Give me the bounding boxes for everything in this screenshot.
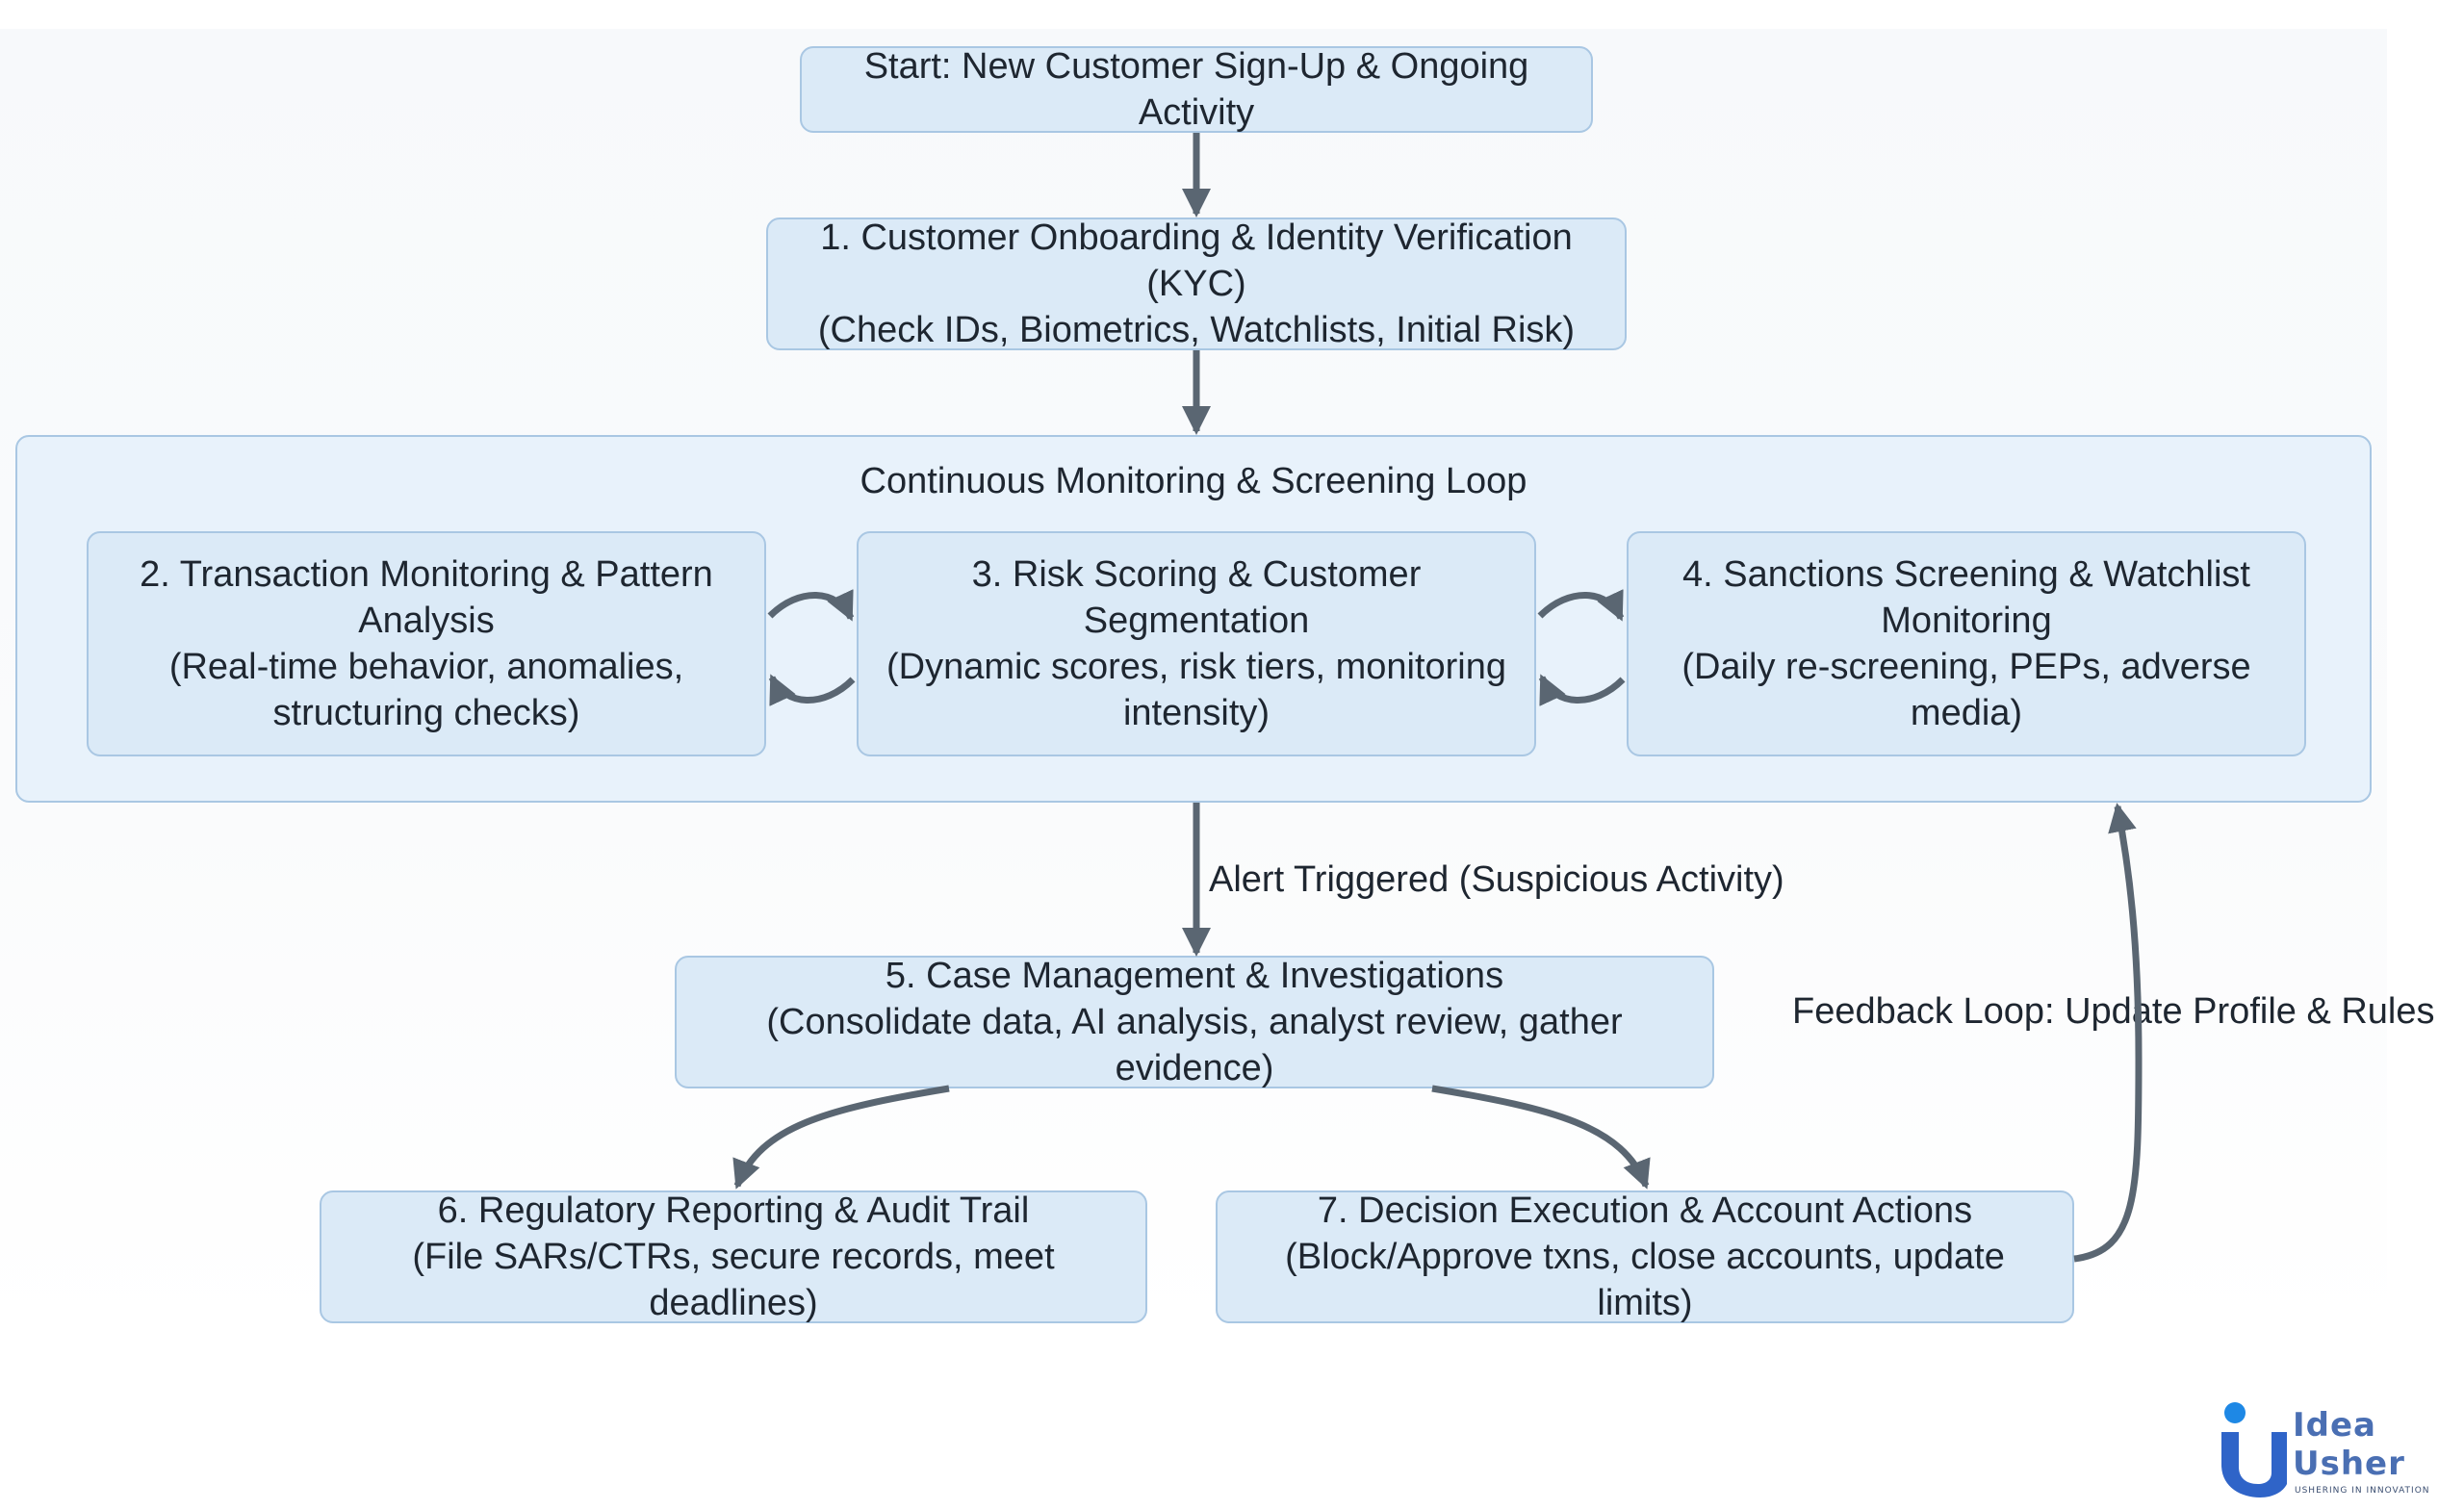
feedback-loop-label: Feedback Loop: Update Profile & Rules — [1792, 991, 2435, 1032]
step-5-detail: (Consolidate data, AI analysis, analyst … — [766, 1002, 1623, 1088]
step-2-title-line2: Analysis — [358, 601, 495, 641]
step-1-onboarding-node: 1. Customer Onboarding & Identity Verifi… — [766, 218, 1627, 350]
step-2-title-line1: 2. Transaction Monitoring & Pattern — [140, 554, 713, 595]
step-7-decision-execution-node: 7. Decision Execution & Account Actions … — [1216, 1190, 2074, 1323]
step-4-sanctions-screening-node: 4. Sanctions Screening & Watchlist Monit… — [1627, 531, 2306, 756]
logo-u-mark-icon — [2221, 1402, 2287, 1497]
step-7-detail: (Block/Approve txns, close accounts, upd… — [1285, 1237, 2005, 1323]
arrow-step5-to-step6 — [732, 1085, 950, 1190]
cycle-arrow-step3-to-step4 — [1537, 589, 1625, 622]
step-3-title-line2: Segmentation — [1083, 601, 1310, 641]
logo-word-idea: Idea — [2293, 1406, 2376, 1445]
arrow-feedback-loop — [2073, 803, 2143, 1263]
monitoring-loop-title: Continuous Monitoring & Screening Loop — [860, 461, 1527, 501]
logo-tagline: USHERING IN INNOVATION — [2295, 1486, 2430, 1496]
step-3-title-line1: 3. Risk Scoring & Customer — [971, 554, 1422, 595]
step-5-title: 5. Case Management & Investigations — [885, 956, 1504, 996]
cycle-arrow-step2-to-step3 — [767, 589, 855, 622]
step-4-detail-line2: media) — [1910, 693, 2023, 733]
arrow-step5-to-step7 — [1431, 1085, 1651, 1190]
step-7-title: 7. Decision Execution & Account Actions — [1317, 1190, 1973, 1231]
step-3-detail-line1: (Dynamic scores, risk tiers, monitoring — [886, 647, 1507, 687]
step-6-title: 6. Regulatory Reporting & Audit Trail — [437, 1190, 1030, 1231]
step-4-title-line1: 4. Sanctions Screening & Watchlist — [1682, 554, 2250, 595]
alert-triggered-label: Alert Triggered (Suspicious Activity) — [1209, 859, 1784, 900]
step-2-detail-line1: (Real-time behavior, anomalies, — [168, 647, 684, 687]
cycle-arrow-step4-to-step3 — [1538, 674, 1626, 706]
step-6-regulatory-reporting-node: 6. Regulatory Reporting & Audit Trail (F… — [320, 1190, 1147, 1323]
step-4-title-line2: Monitoring — [1881, 601, 2052, 641]
step-4-detail-line1: (Daily re-screening, PEPs, adverse — [1681, 647, 2251, 687]
start-node: Start: New Customer Sign-Up & Ongoing Ac… — [800, 46, 1593, 133]
step-2-transaction-monitoring-node: 2. Transaction Monitoring & Pattern Anal… — [87, 531, 766, 756]
logo-word-usher: Usher — [2293, 1445, 2405, 1483]
step-2-detail-line2: structuring checks) — [272, 693, 580, 733]
step-3-detail-line2: intensity) — [1122, 693, 1270, 733]
step-5-case-management-node: 5. Case Management & Investigations (Con… — [675, 956, 1714, 1088]
cycle-arrow-step3-to-step2 — [768, 674, 856, 706]
step-3-risk-scoring-node: 3. Risk Scoring & Customer Segmentation … — [857, 531, 1536, 756]
step-6-detail: (File SARs/CTRs, secure records, meet de… — [412, 1237, 1055, 1323]
start-node-text: Start: New Customer Sign-Up & Ongoing Ac… — [863, 46, 1529, 133]
step-1-detail: (Check IDs, Biometrics, Watchlists, Init… — [817, 310, 1576, 350]
idea-usher-logo: Idea Usher USHERING IN INNOVATION — [2214, 1395, 2454, 1501]
step-1-title: 1. Customer Onboarding & Identity Verifi… — [820, 218, 1573, 304]
